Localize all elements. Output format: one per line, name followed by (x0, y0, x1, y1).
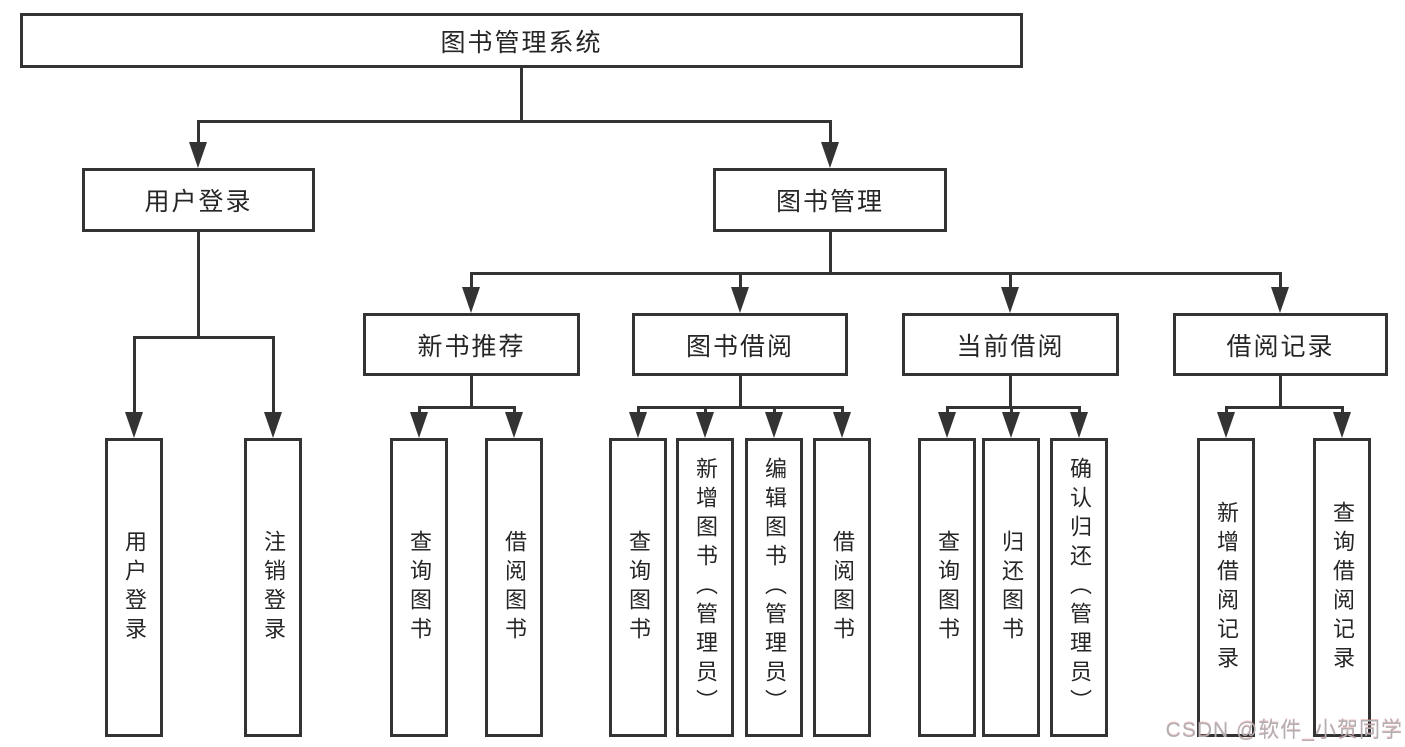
connector-hline (1225, 406, 1343, 409)
connector-vline (470, 272, 473, 290)
connector-vline (470, 376, 473, 406)
connector-vline (739, 272, 742, 290)
arrowhead (125, 412, 143, 438)
leaf-confirm-return-admin: 确认归还（管理员） (1050, 438, 1108, 737)
arrowhead (629, 412, 647, 438)
leaf-query-books-current: 查询图书 (918, 438, 976, 737)
node-borrowing-records: 借阅记录 (1173, 313, 1388, 376)
leaf-edit-books-admin: 编辑图书（管理员） (745, 438, 803, 737)
connector-vline (829, 120, 832, 146)
arrowhead (462, 287, 480, 313)
arrowhead (821, 142, 839, 168)
arrowhead (189, 142, 207, 168)
leaf-add-books-admin: 新增图书（管理员） (676, 438, 734, 737)
node-current-borrowing: 当前借阅 (902, 313, 1119, 376)
connector-vline (1078, 406, 1081, 416)
connector-vline (418, 406, 421, 416)
arrowhead (505, 412, 523, 438)
connector-vline (1279, 272, 1282, 290)
arrowhead (696, 412, 714, 438)
arrowhead (731, 287, 749, 313)
connector-vline (272, 336, 275, 414)
connector-vline (133, 336, 136, 414)
leaf-borrow-books-borrowing: 借阅图书 (813, 438, 871, 737)
node-system-root: 图书管理系统 (20, 13, 1023, 68)
connector-vline (1010, 406, 1013, 416)
leaf-borrow-books-recommend: 借阅图书 (485, 438, 543, 737)
arrowhead (264, 412, 282, 438)
arrowhead (833, 412, 851, 438)
connector-hline (418, 406, 516, 409)
connector-vline (946, 406, 949, 416)
node-book-borrowing: 图书借阅 (632, 313, 848, 376)
arrowhead (1217, 412, 1235, 438)
arrowhead (410, 412, 428, 438)
connector-hline (637, 406, 844, 409)
connector-vline (829, 232, 832, 272)
leaf-user-login: 用户登录 (105, 438, 163, 737)
leaf-add-borrow-record: 新增借阅记录 (1197, 438, 1255, 737)
connector-vline (739, 376, 742, 406)
connector-vline (197, 120, 200, 146)
csdn-watermark: CSDN @软件_小贺同学 (1165, 719, 1403, 742)
connector-vline (1009, 376, 1012, 406)
arrowhead (938, 412, 956, 438)
arrowhead (1271, 287, 1289, 313)
connector-vline (1341, 406, 1344, 416)
leaf-query-borrow-record: 查询借阅记录 (1313, 438, 1371, 737)
leaf-logout: 注销登录 (244, 438, 302, 737)
arrowhead (1070, 412, 1088, 438)
node-new-book-recommendation: 新书推荐 (363, 313, 580, 376)
connector-vline (773, 406, 776, 416)
node-book-management: 图书管理 (713, 168, 947, 232)
connector-vline (1279, 376, 1282, 406)
connector-hline (470, 272, 1280, 275)
connector-vline (704, 406, 707, 416)
leaf-return-books: 归还图书 (982, 438, 1040, 737)
connector-vline (841, 406, 844, 416)
arrowhead (1333, 412, 1351, 438)
connector-vline (1225, 406, 1228, 416)
connector-vline (197, 232, 200, 336)
connector-hline (946, 406, 1080, 409)
connector-hline (197, 120, 831, 123)
connector-hline (133, 336, 274, 339)
leaf-query-books-borrowing: 查询图书 (609, 438, 667, 737)
arrowhead (765, 412, 783, 438)
connector-vline (520, 68, 523, 120)
connector-vline (513, 406, 516, 416)
connector-vline (1009, 272, 1012, 290)
leaf-query-books-recommend: 查询图书 (390, 438, 448, 737)
arrowhead (1002, 412, 1020, 438)
connector-vline (637, 406, 640, 416)
arrowhead (1001, 287, 1019, 313)
node-user-login: 用户登录 (82, 168, 315, 232)
